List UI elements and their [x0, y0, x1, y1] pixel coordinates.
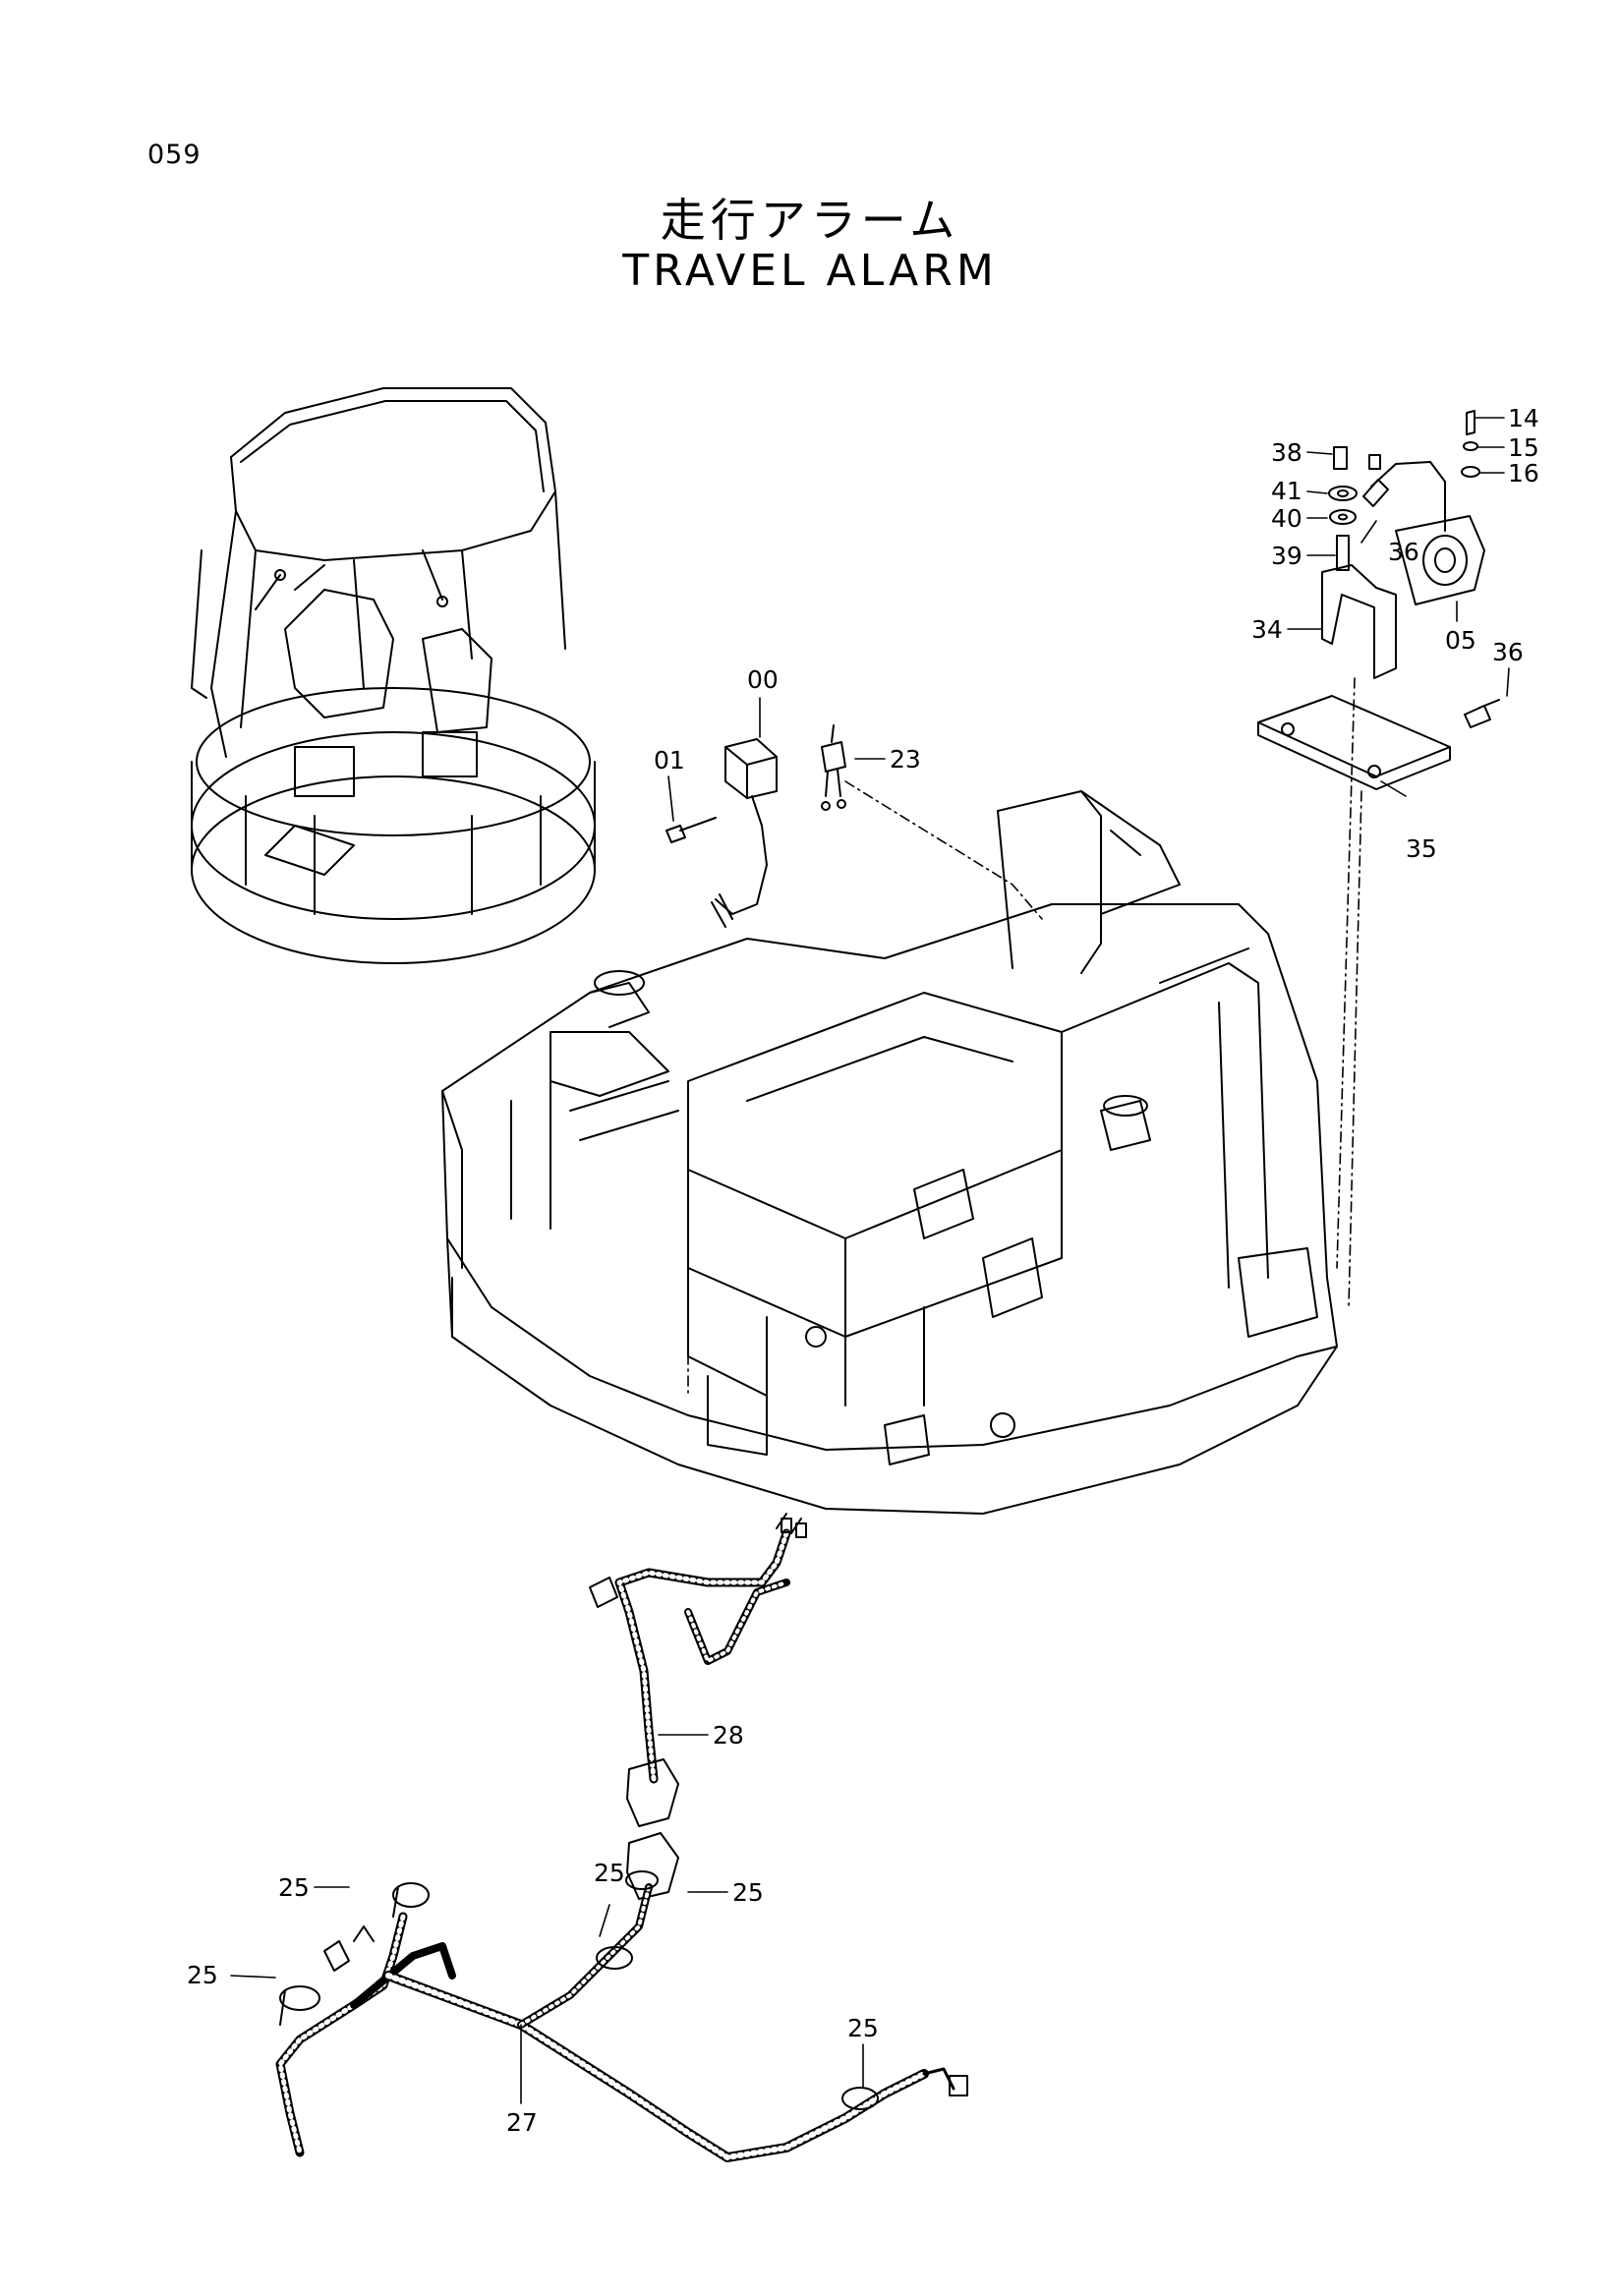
callout-14: 14	[1508, 404, 1539, 432]
callout-25-b: 25	[187, 1961, 218, 1989]
callout-35: 35	[1406, 834, 1437, 863]
callout-38: 38	[1271, 438, 1302, 467]
callout-39: 39	[1271, 542, 1302, 570]
upper-frame-illustration	[441, 790, 1338, 1515]
cab-illustration	[191, 387, 596, 964]
callout-15: 15	[1508, 433, 1539, 462]
travel-alarm-assembly	[1257, 410, 1500, 1308]
callout-41: 41	[1271, 477, 1302, 505]
page-number: 059	[147, 140, 202, 170]
callout-23: 23	[890, 745, 921, 774]
callout-36-upper: 36	[1388, 538, 1419, 566]
callout-25-c: 25	[594, 1859, 625, 1887]
callout-leaders	[230, 417, 1510, 2104]
title-english: TRAVEL ALARM	[622, 246, 998, 296]
callout-05: 05	[1445, 626, 1476, 655]
callout-25-a: 25	[278, 1873, 310, 1902]
callout-40: 40	[1271, 504, 1302, 533]
callout-27: 27	[506, 2108, 538, 2137]
callout-labels: 14 15 16 38 41 40 39 36 05 34 36 35 00 0…	[187, 404, 1539, 2137]
harness-27	[275, 1870, 968, 2162]
callout-01: 01	[654, 746, 685, 775]
harness-28	[589, 1513, 807, 1900]
relay-switch-parts	[665, 724, 1043, 928]
callout-25-e: 25	[847, 2014, 879, 2042]
title-japanese: 走行アラーム	[660, 194, 960, 247]
callout-25-d: 25	[732, 1878, 764, 1907]
callout-36-lower: 36	[1492, 638, 1524, 666]
callout-00: 00	[747, 665, 779, 694]
callout-28: 28	[713, 1721, 744, 1750]
callout-34: 34	[1251, 615, 1283, 644]
callout-16: 16	[1508, 459, 1539, 488]
